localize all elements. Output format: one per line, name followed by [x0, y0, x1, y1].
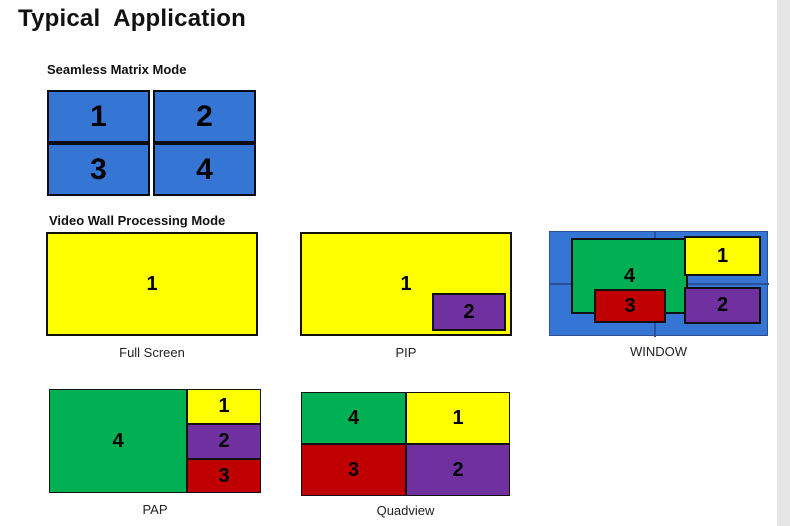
pap-pane-3[interactable]: 3	[187, 459, 261, 493]
window-pane-3-label: 3	[624, 294, 636, 317]
window-pane-1[interactable]: 1	[684, 236, 761, 276]
window-pane-3[interactable]: 3	[594, 289, 666, 323]
pip-pane-2[interactable]: 2	[432, 293, 506, 331]
full-screen-pane-1-label: 1	[146, 272, 158, 295]
matrix-tile-4-label: 4	[196, 152, 213, 186]
vertical-scrollbar[interactable]	[777, 0, 790, 526]
matrix-tile-3[interactable]: 3	[47, 143, 150, 196]
caption-quadview: Quadview	[376, 503, 435, 518]
pap-pane-1-label: 1	[218, 395, 230, 417]
window-pane-4[interactable]: 4	[571, 238, 688, 314]
pap-pane-4[interactable]: 4	[49, 389, 187, 493]
quadview-pane-2[interactable]: 2	[406, 444, 510, 496]
pap-pane-2-label: 2	[218, 430, 230, 452]
matrix-tile-2[interactable]: 2	[153, 90, 256, 143]
matrix-tile-4[interactable]: 4	[153, 143, 256, 196]
page-title: Typical Application	[18, 5, 247, 32]
window-pane-2-label: 2	[716, 294, 729, 316]
window-pane-4-label: 4	[623, 264, 636, 287]
caption-pip: PIP	[395, 345, 417, 360]
quadview-pane-4[interactable]: 4	[301, 392, 406, 444]
layout-window[interactable]: 4 3 1 2	[549, 231, 769, 337]
layout-pap[interactable]: 4 1 2 3	[49, 389, 261, 493]
layout-full-screen[interactable]: 1	[46, 232, 258, 336]
caption-full-screen: Full Screen	[119, 345, 185, 360]
matrix-tile-1-label: 1	[90, 99, 107, 133]
seamless-matrix-heading: Seamless Matrix Mode	[47, 62, 187, 77]
pip-pane-2-label: 2	[463, 300, 475, 323]
caption-pap: PAP	[142, 502, 168, 517]
quadview-pane-3-label: 3	[347, 458, 360, 481]
full-screen-pane-1[interactable]: 1	[46, 232, 258, 336]
matrix-tile-1[interactable]: 1	[47, 90, 150, 143]
quadview-pane-3[interactable]: 3	[301, 444, 406, 496]
pip-pane-1[interactable]: 1	[300, 232, 512, 336]
quadview-pane-2-label: 2	[452, 458, 464, 481]
matrix-tile-3-label: 3	[90, 152, 107, 186]
layout-pip[interactable]: 1 2	[300, 232, 512, 336]
matrix-tile-2-label: 2	[196, 99, 213, 133]
layout-quadview[interactable]: 4 1 3 2	[301, 392, 510, 496]
quadview-pane-1[interactable]: 1	[406, 392, 510, 444]
video-wall-heading: Video Wall Processing Mode	[49, 213, 226, 228]
window-pane-2[interactable]: 2	[684, 287, 761, 324]
pap-pane-2[interactable]: 2	[187, 424, 261, 459]
window-pane-1-label: 1	[716, 244, 729, 267]
pap-pane-1[interactable]: 1	[187, 389, 261, 424]
quadview-pane-1-label: 1	[452, 406, 464, 429]
quadview-pane-4-label: 4	[347, 406, 360, 429]
pip-pane-1-label: 1	[400, 272, 412, 295]
pap-pane-3-label: 3	[218, 464, 230, 487]
pap-pane-4-label: 4	[112, 429, 124, 452]
caption-window: WINDOW	[629, 344, 688, 359]
